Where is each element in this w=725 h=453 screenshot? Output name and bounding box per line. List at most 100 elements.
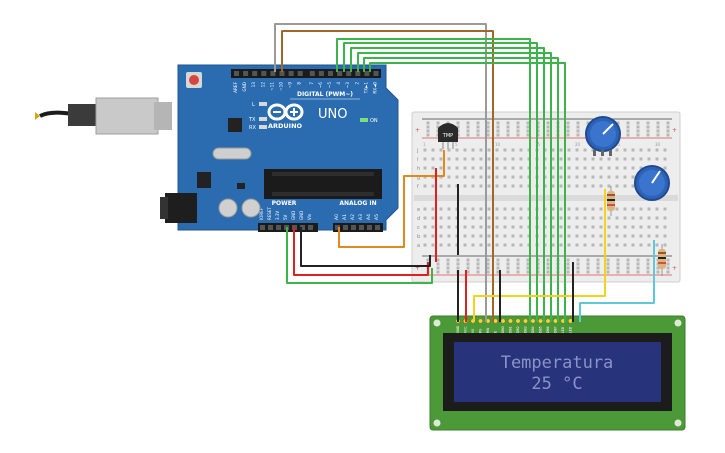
potentiometer-2[interactable] (634, 165, 670, 201)
breadboard-hole (639, 216, 643, 220)
digital-pin-label: 13 (251, 82, 256, 88)
rail-hole (656, 121, 660, 125)
breadboard-hole (591, 207, 595, 211)
breadboard-hole (423, 157, 427, 161)
breadboard-row-letters: j i h g f e d c b a (416, 148, 420, 249)
breadboard-hole (567, 243, 571, 247)
breadboard-hole (479, 234, 483, 238)
rail-hole (466, 258, 470, 262)
digital-pin (346, 71, 352, 76)
breadboard-hole (511, 207, 515, 211)
breadboard-hole (519, 184, 523, 188)
breadboard-hole (615, 207, 619, 211)
rail-hole (586, 266, 590, 270)
breadboard-hole (439, 166, 443, 170)
rail-hole (436, 258, 440, 262)
breadboard-hole (583, 166, 587, 170)
led-tx (259, 117, 267, 121)
rail-hole (646, 262, 650, 266)
rail-hole (546, 258, 550, 262)
breadboard-hole (447, 216, 451, 220)
breadboard-hole (431, 157, 435, 161)
wire-green-d0 (369, 62, 566, 322)
rail-hole (616, 262, 620, 266)
rail-hole (646, 266, 650, 270)
rail-hole (466, 270, 470, 274)
digital-pin (252, 71, 258, 76)
breadboard-hole (487, 225, 491, 229)
rail-hole (496, 266, 500, 270)
rail-hole (546, 133, 550, 137)
rail-hole (506, 262, 510, 266)
breadboard-hole (447, 207, 451, 211)
breadboard-hole (599, 175, 603, 179)
power-label: POWER (272, 200, 297, 207)
digital-pin (364, 71, 370, 76)
rail-hole (566, 258, 570, 262)
rail-hole (446, 270, 450, 274)
rail-hole (566, 266, 570, 270)
breadboard-hole (567, 148, 571, 152)
breadboard-hole (479, 157, 483, 161)
breadboard-hole (487, 148, 491, 152)
breadboard-hole (471, 166, 475, 170)
rail-hole (516, 266, 520, 270)
resistor-1 (607, 186, 615, 216)
breadboard-hole (511, 184, 515, 188)
breadboard-hole (511, 157, 515, 161)
breadboard-hole (487, 207, 491, 211)
rail-hole (656, 270, 660, 274)
rail-hole (636, 129, 640, 133)
rail-hole (636, 270, 640, 274)
rail-hole (546, 262, 550, 266)
rail-hole (486, 270, 490, 274)
breadboard-hole (479, 184, 483, 188)
breadboard-hole (623, 157, 627, 161)
breadboard-hole (511, 225, 515, 229)
wire-green-d3 (350, 47, 545, 322)
rail-hole (626, 125, 630, 129)
breadboard-hole (623, 166, 627, 170)
breadboard-hole (423, 166, 427, 170)
power-pin (268, 225, 273, 230)
row-letter: a (417, 243, 420, 249)
rail-hole (526, 262, 530, 266)
lcd-pin-label: DB2 (516, 326, 520, 333)
breadboard-hole (647, 216, 651, 220)
rail-hole (486, 266, 490, 270)
breadboard-hole (583, 243, 587, 247)
lcd-pin-label: LED (569, 326, 573, 333)
lcd-pin-label: DB6 (546, 326, 550, 333)
breadboard-hole (591, 175, 595, 179)
breadboard-hole (559, 148, 563, 152)
breadboard-hole (647, 207, 651, 211)
digital-pin-label: 2 (354, 82, 359, 85)
breadboard-hole (647, 148, 651, 152)
breadboard-hole (551, 225, 555, 229)
breadboard-hole (471, 175, 475, 179)
breadboard-hole (519, 243, 523, 247)
breadboard-hole (639, 225, 643, 229)
lcd-pin-label: DB3 (524, 326, 528, 333)
breadboard-hole (607, 216, 611, 220)
breadboard-hole (487, 234, 491, 238)
breadboard-hole (455, 175, 459, 179)
rail-hole (576, 258, 580, 262)
rail-hole (426, 125, 430, 129)
breadboard-hole (607, 225, 611, 229)
led-l (259, 102, 267, 106)
column-number: 25 (615, 142, 621, 147)
potentiometer-1[interactable] (585, 116, 621, 156)
led-rx (259, 125, 267, 129)
breadboard-hole (559, 207, 563, 211)
breadboard-hole (479, 243, 483, 247)
breadboard-hole (615, 166, 619, 170)
digital-pin-label: 7 (309, 82, 314, 85)
rail-hole (646, 121, 650, 125)
breadboard-hole (567, 175, 571, 179)
analog-pin (335, 225, 340, 230)
column-number: 1 (423, 142, 426, 147)
breadboard-hole (639, 148, 643, 152)
breadboard-hole (431, 216, 435, 220)
